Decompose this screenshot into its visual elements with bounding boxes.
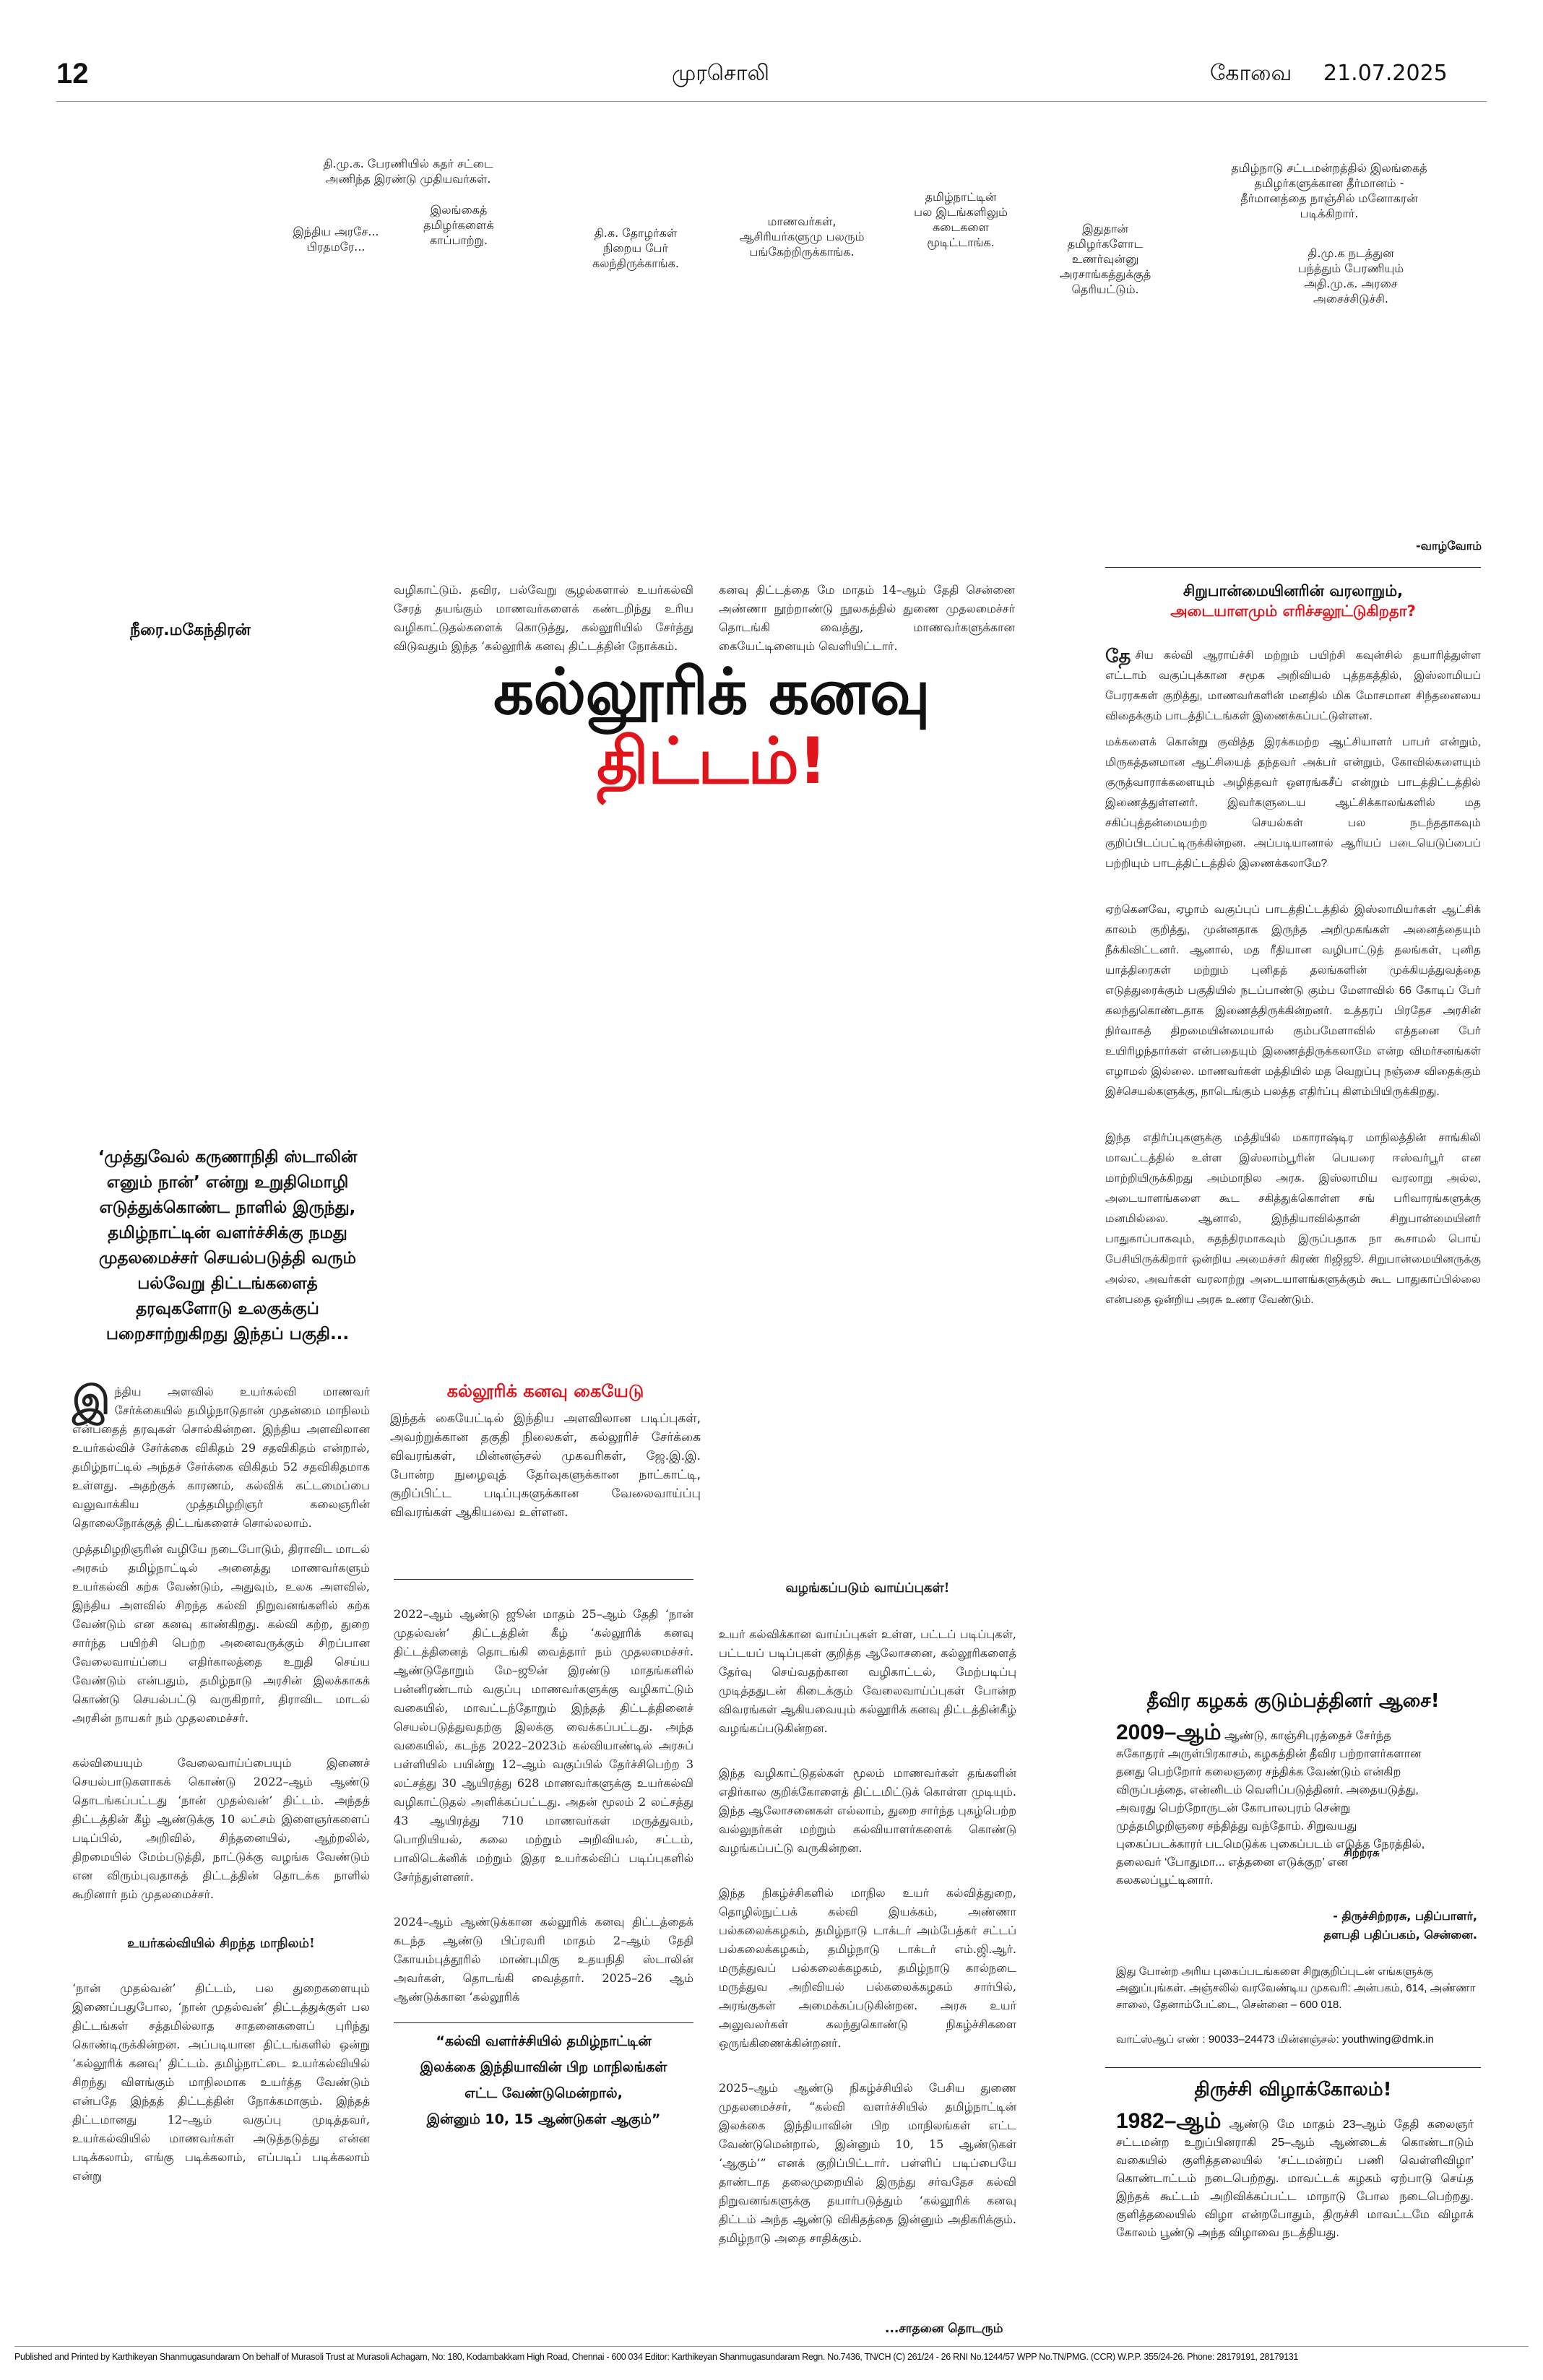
article-paragraph: ந்திய அளவில் உயர்கல்வி மாணவர் சேர்க்கையி… <box>72 1385 370 1530</box>
masthead: முரசொலி <box>672 61 769 86</box>
article-headline: கல்லூரிக் கனவு திட்டம்! <box>394 657 1029 796</box>
dmk-contact: வாட்ஸ்ஆப் எண் : 90033–24473 மின்னஞ்சல்: … <box>1116 2033 1434 2046</box>
quote-line: இலக்கை இந்தியாவின் பிற மாநிலங்கள் <box>420 2059 667 2075</box>
article-paragraph: 2025–ஆம் ஆண்டு நிகழ்ச்சியில் பேசிய துணை … <box>719 2081 1016 2245</box>
lead-year: 2009–ஆம் <box>1116 1721 1222 1744</box>
page-number: 12 <box>56 58 89 90</box>
photo-caption: தி.மு.க. பேரணியில் கதர் சட்டை அணிந்த இரண… <box>323 157 493 186</box>
photo-caption: இந்திய அரசே... பிரதமரே... <box>293 225 379 254</box>
sidebar-title: சிறுபான்மையினரின் வரலாறும், அடையாளமும் எ… <box>1105 581 1481 621</box>
quote-line: “கல்வி வளர்ச்சியில் தமிழ்நாட்டின் <box>436 2033 652 2049</box>
trichy-rule <box>1105 2067 1481 2068</box>
dmk-sidebar-body: 2009–ஆம் ஆண்டு, காஞ்சிபுரத்தைச் சேர்ந்த … <box>1116 1721 1441 1890</box>
issue-date: 21.07.2025 <box>1323 61 1448 86</box>
dmk-sidebar-title: தீவிர கழகக் குடும்பத்தினர் ஆசை! <box>1146 1690 1440 1712</box>
article-intro-col1: வழிகாட்டும். தவிர, பல்வேறு சூழல்களால் உய… <box>394 583 693 653</box>
article-paragraph: முத்தமிழறிஞரின் வழியே நடைபோடும், திராவிட… <box>72 1542 370 1725</box>
byline: நீரை.மகேந்திரன் <box>130 621 251 639</box>
article-paragraph: 2022–ஆம் ஆண்டு ஜூன் மாதம் 25–ஆம் தேதி ‘ந… <box>394 1607 693 1884</box>
photo-caption: தி.மு.க நடத்துன பந்த்தும் பேரணியும் அதி.… <box>1297 246 1404 306</box>
dmk-sidebar-text: ஆண்டு, காஞ்சிபுரத்தைச் சேர்ந்த சுகோதரர் … <box>1116 1730 1425 1887</box>
quote-line: இன்னும் 10, 15 ஆண்டுகள் ஆகும்” <box>426 2111 661 2127</box>
photo-caption: மாணவர்கள், ஆசிரியர்களுமு பலரும் பங்கேற்ற… <box>739 215 865 259</box>
subhead: வழங்கப்படும் வாய்ப்புகள்! <box>785 1580 950 1596</box>
article-paragraph: இந்த வழிகாட்டுதல்கள் மூலம் மாணவர்கள் தங்… <box>719 1766 1016 1855</box>
sidebar-title-line: சிறுபான்மையினரின் வரலாறும், <box>1183 582 1404 600</box>
article-col2: 2022–ஆம் ஆண்டு ஜூன் மாதம் 25–ஆம் தேதி ‘ந… <box>394 1586 693 2025</box>
header-rule <box>56 101 1487 102</box>
box-text: இந்தக் கையேட்டில் இந்திய அளவிலான படிப்பு… <box>390 1411 701 1520</box>
lead-year: 1982–ஆம் <box>1116 2109 1222 2133</box>
photo-caption: தி.க. தோழர்கள் நிறைய பேர் கலந்திருக்காங்… <box>592 226 679 270</box>
dropcap: இ <box>72 1377 111 1423</box>
footer-rule <box>14 2346 1529 2347</box>
sidebar-rule <box>1105 567 1481 568</box>
edition-name: கோவை <box>1210 61 1292 86</box>
photo-label: சிற்றரசு <box>1344 1846 1380 1859</box>
trichy-sidebar-title: திருச்சி விழாக்கோலம்! <box>1194 2079 1392 2100</box>
dmk-signature: - திருச்சிற்றரசு, பதிப்பாளர், தளபதி பதிப… <box>1323 1909 1477 1942</box>
photo-caption: இதுதான் தமிழர்களோட உணர்வுன்னு அரசாங்கத்த… <box>1059 222 1151 296</box>
continued-label: ...சாதனை தொடரும் <box>885 2321 1003 2336</box>
box-divider <box>394 1579 693 1580</box>
dmk-notice: இது போன்ற அரிய புகைப்படங்களை சிறுகுறிப்ப… <box>1116 1965 1476 2011</box>
trichy-sidebar-body: 1982–ஆம் ஆண்டு மே மாதம் 23–ஆம் தேதி கலைஞ… <box>1116 2109 1474 2242</box>
quote-divider <box>394 2022 693 2023</box>
subhead: உயர்கல்வியில் சிறந்த மாநிலம்! <box>127 1936 315 1951</box>
article-paragraph: இந்த நிகழ்ச்சிகளில் மாநில உயர் கல்வித்து… <box>719 1886 1016 2050</box>
photo-caption: தமிழ்நாட்டின் பல இடங்களிலும் கடைகளை மூடி… <box>914 190 1008 249</box>
signoff: -வாழ்வோம் <box>1416 539 1482 553</box>
pullquote: ‘முத்துவேல் கருணாநிதி ஸ்டாலின் எனும் நான… <box>98 1148 358 1343</box>
article-col3: வழங்கப்படும் வாய்ப்புகள்! உயர் கல்விக்கா… <box>719 1560 1016 2267</box>
handbook-box: கல்லூரிக் கனவு கையேடு இந்தக் கையேட்டில் … <box>390 1381 701 1522</box>
article-paragraph: 2024–ஆம் ஆண்டுக்கான கல்லூரிக் கனவு திட்ட… <box>394 1915 693 2004</box>
sidebar-paragraph: இந்த எதிர்ப்புகளுக்கு மத்தியில் மகாராஷ்ட… <box>1105 1132 1481 1306</box>
footer-imprint: Published and Printed by Karthikeyan Sha… <box>14 2352 1299 2362</box>
photo-caption: தமிழ்நாடு சட்டமன்றத்தில் இலங்கைத் தமிழர்… <box>1231 161 1427 220</box>
trichy-sidebar-text: ஆண்டு மே மாதம் 23–ஆம் தேதி கலைஞர் சட்டமன… <box>1116 2119 1474 2239</box>
headline-part1: கல்லூரிக் கனவு <box>493 654 930 729</box>
photo-caption: இலங்கைத் தமிழர்களைக் காப்பாற்று. <box>423 203 494 247</box>
quote-line: எட்ட வேண்டுமென்றால், <box>464 2085 623 2101</box>
dropcap: தே <box>1105 645 1131 667</box>
article-paragraph: ‘நான் முதல்வன்’ திட்டம், பல துறைகளையும் … <box>72 1981 370 2183</box>
article-paragraph: கல்வியையும் வேலைவாய்ப்பையும் இணைச் செயல்… <box>72 1756 370 1901</box>
sidebar-title-line: அடையாளமும் எரிச்சலூட்டுகிறதா? <box>1170 602 1416 620</box>
headline-part2: திட்டம்! <box>596 724 827 798</box>
col2-quote: “கல்வி வளர்ச்சியில் தமிழ்நாட்டின் இலக்கை… <box>394 2028 693 2132</box>
article-intro-col2: கனவு திட்டத்தை மே மாதம் 14–ஆம் தேதி சென்… <box>719 583 1015 653</box>
sidebar-body: தேசிய கல்வி ஆராய்ச்சி மற்றும் பயிற்சி கவ… <box>1105 626 1481 1330</box>
sidebar-paragraph: சிய கல்வி ஆராய்ச்சி மற்றும் பயிற்சி கவுன… <box>1105 649 1481 722</box>
sidebar-paragraph: மக்களைக் கொன்று குவித்த இரக்கமற்ற ஆட்சிய… <box>1105 736 1481 870</box>
box-title: கல்லூரிக் கனவு கையேடு <box>446 1381 644 1401</box>
sidebar-paragraph: ஏற்கெனவே, ஏழாம் வகுப்புப் பாடத்திட்டத்தி… <box>1105 904 1481 1098</box>
article-paragraph: உயர் கல்விக்கான வாய்ப்புகள் உள்ள, பட்டப்… <box>719 1627 1016 1735</box>
